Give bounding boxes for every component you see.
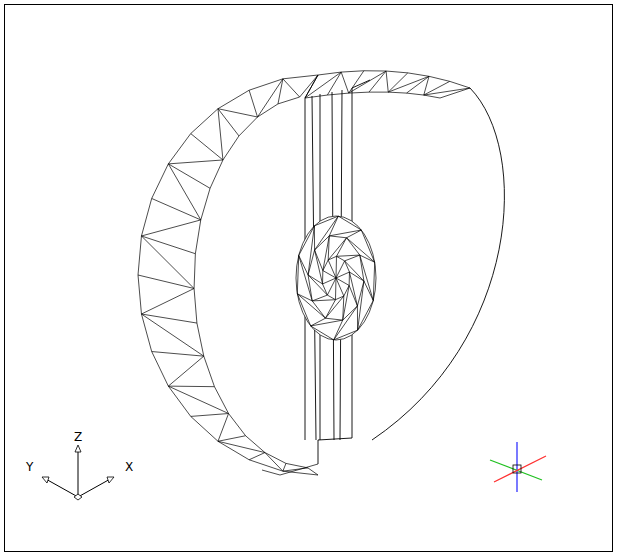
coordinate-cursor [490,442,546,492]
axis-label: Z [73,430,83,444]
axis-label: X [124,460,134,474]
axis-lines [44,447,112,497]
axis-origin [74,494,82,500]
ucs-icon [42,445,114,500]
viewport-border [5,5,613,552]
right-body-outline [372,88,504,440]
axis-arrowheads [42,445,114,483]
axis-label: Y [25,460,34,474]
mesh-lines [138,71,470,475]
